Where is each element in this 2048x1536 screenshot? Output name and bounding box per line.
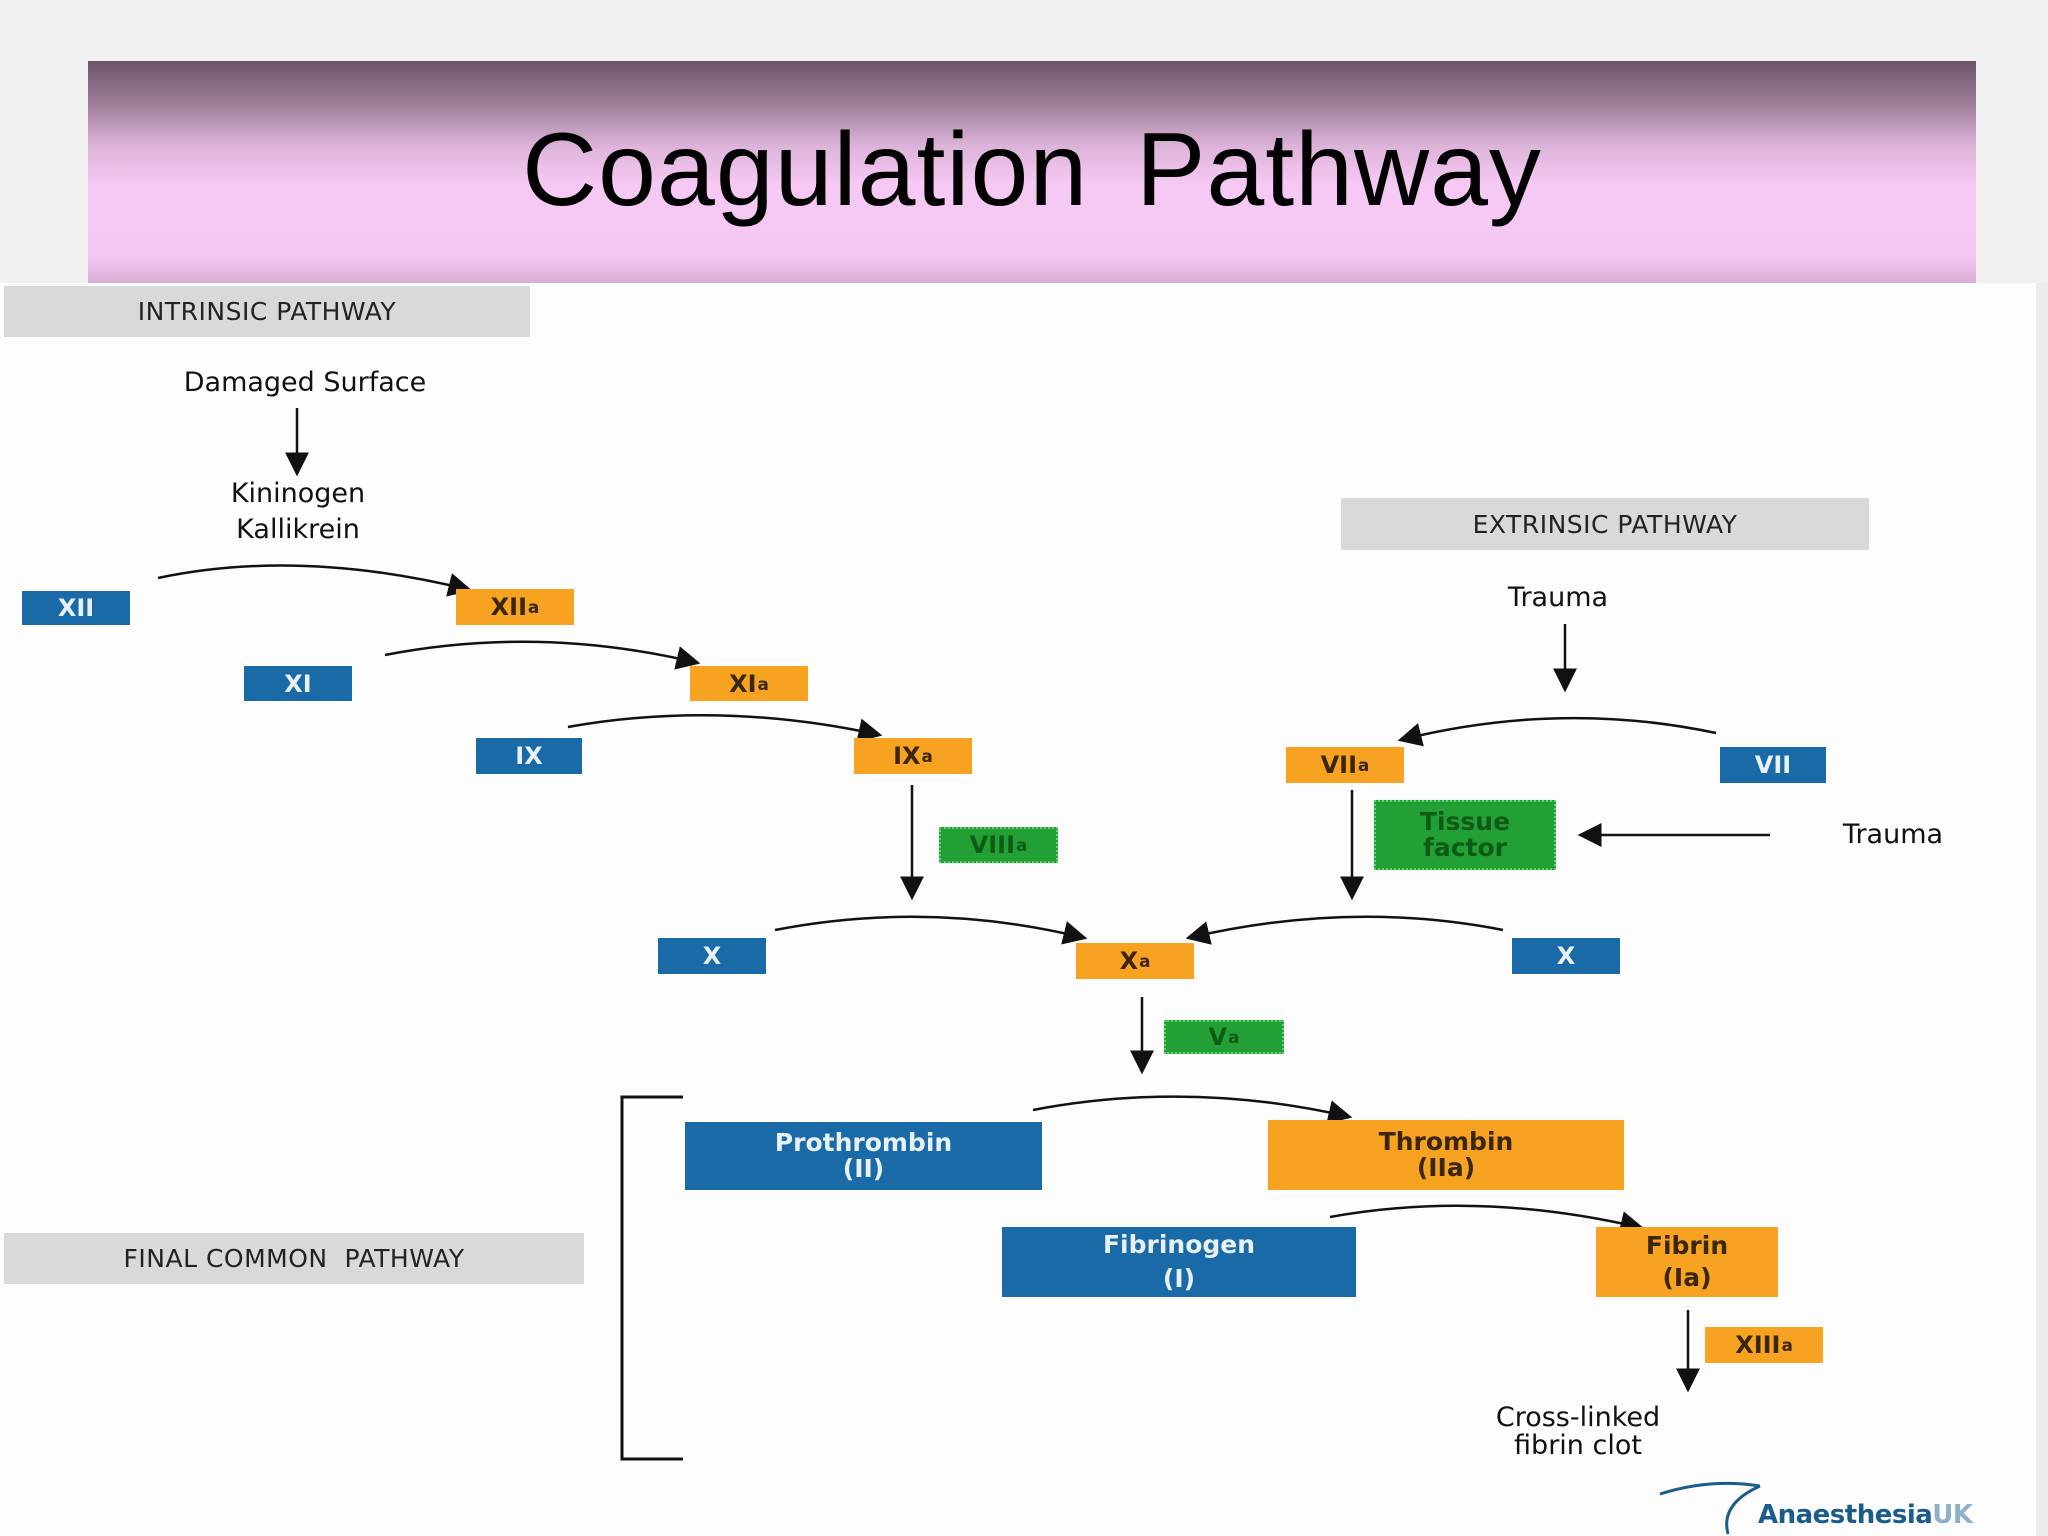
page-title: Coagulation Pathway [522, 111, 1542, 228]
factor-va-sub: a [1228, 1027, 1240, 1047]
factor-xia-sub: a [757, 673, 769, 694]
fibrin-line1: Fibrin [1645, 1231, 1729, 1260]
prothrombin-line1: Prothrombin [774, 1128, 953, 1157]
section-extrinsic-pathway: EXTRINSIC PATHWAY [1341, 498, 1869, 550]
label-kininogen: Kininogen [230, 478, 366, 509]
factor-ixa-sub: a [921, 746, 933, 766]
arrow-xii-to-xiia [157, 564, 473, 597]
fibrin-line2: (Ia) [1662, 1263, 1712, 1292]
factor-xa-sub: a [1139, 951, 1151, 971]
arrow-prothrombin-to-thrombin [1032, 1095, 1353, 1124]
diagram-panel [0, 283, 2036, 1536]
arrow-vii-to-viia [1397, 716, 1717, 747]
anaesthesia-uk-logo: AnaesthesiaUK [1650, 1478, 2048, 1536]
factor-xiiia-base: XIII [1735, 1331, 1781, 1359]
logo-text: AnaesthesiaUK [1758, 1500, 1973, 1530]
factor-xiia-sub: a [528, 597, 540, 617]
logo-name: Anaesthesia [1758, 1500, 1933, 1530]
section-intrinsic-pathway: INTRINSIC PATHWAY [4, 286, 530, 337]
factor-viia-sub: a [1358, 755, 1370, 775]
factor-xiia-base: XII [490, 593, 528, 621]
fibrinogen-line2: (I) [1162, 1264, 1196, 1293]
label-cross-linked: Cross-linked [1495, 1402, 1661, 1433]
factor-x-left: X [658, 938, 766, 974]
tissue-factor-line1: Tissue [1419, 807, 1511, 836]
factor-fibrin: Fibrin (Ia) [1596, 1227, 1778, 1297]
logo-swoosh-icon [1659, 1481, 1761, 1535]
label-trauma-top: Trauma [1507, 582, 1609, 613]
arrow-xi-to-xia [384, 640, 701, 670]
arrow-ix-to-ixa [567, 713, 883, 743]
arrow-x-right-to-xa [1185, 915, 1504, 945]
factor-vii: VII [1720, 747, 1826, 783]
label-kallikrein: Kallikrein [236, 514, 360, 545]
factor-va-base: V [1208, 1023, 1228, 1051]
label-damaged-surface: Damaged Surface [183, 367, 427, 398]
section-final-common-pathway: FINAL COMMON PATHWAY [4, 1233, 584, 1284]
logo-suffix: UK [1932, 1500, 1973, 1530]
thrombin-line1: Thrombin [1378, 1127, 1514, 1156]
factor-viiia-base: VIII [969, 831, 1016, 859]
factor-x-right: X [1512, 938, 1620, 974]
label-trauma-right: Trauma [1842, 819, 1944, 850]
factor-ix: IX [476, 738, 582, 774]
factor-xia-base: XI [729, 669, 757, 698]
fibrinogen-line1: Fibrinogen [1102, 1230, 1256, 1259]
label-fibrin-clot: fibrin clot [1514, 1430, 1642, 1461]
arrow-x-left-to-xa [774, 915, 1088, 945]
factor-ixa-base: IX [893, 742, 921, 770]
factor-thrombin: Thrombin (IIa) [1268, 1120, 1624, 1190]
factor-viiia-sub: a [1016, 835, 1028, 855]
tissue-factor-line2: factor [1422, 833, 1508, 862]
factor-fibrinogen: Fibrinogen (I) [1002, 1227, 1356, 1297]
thrombin-line2: (IIa) [1416, 1153, 1476, 1182]
final-pathway-bracket [620, 1095, 683, 1461]
factor-viia-base: VII [1320, 751, 1358, 779]
factor-xii: XII [22, 591, 130, 625]
panel-edge-shadow [2036, 283, 2048, 1536]
factor-xa-base: X [1119, 947, 1139, 975]
factor-xiiia-sub: a [1781, 1335, 1793, 1355]
arrow-fibrinogen-to-fibrin [1329, 1204, 1645, 1235]
factor-xi: XI [244, 666, 352, 701]
prothrombin-line2: (II) [842, 1154, 885, 1183]
factor-tissue-factor: Tissue factor [1374, 800, 1556, 870]
factor-prothrombin: Prothrombin (II) [685, 1122, 1042, 1190]
title-banner: Coagulation Pathway [88, 61, 1976, 283]
